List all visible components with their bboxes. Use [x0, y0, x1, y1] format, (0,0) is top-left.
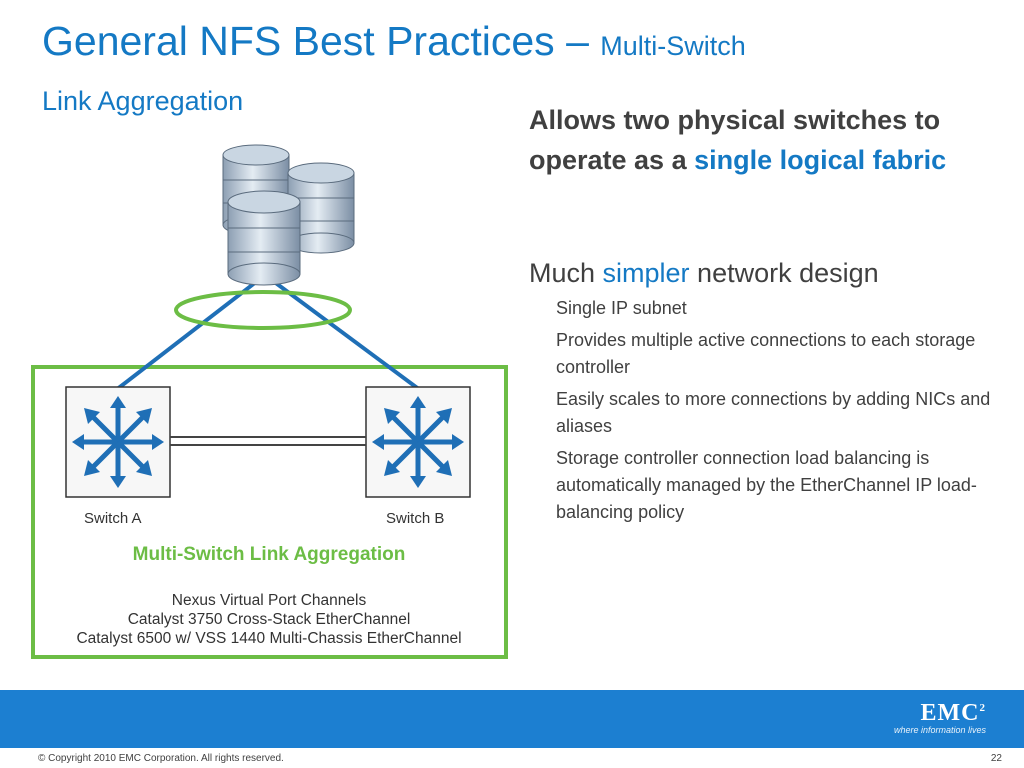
title-main: General NFS Best Practices –	[42, 18, 601, 64]
title-line2: Link Aggregation	[42, 86, 244, 116]
bullet-item: Storage controller connection load balan…	[556, 448, 977, 522]
emc-logo: EMC2 where information lives	[894, 700, 986, 735]
diagram-svg: Switch A Switch B Multi-Switch Link Aggr…	[31, 144, 508, 659]
lead-statement: Allows two physical switches to operate …	[529, 100, 1009, 180]
bullet-item: Easily scales to more connections by add…	[556, 389, 991, 436]
copyright-text: © Copyright 2010 EMC Corporation. All ri…	[38, 753, 284, 764]
aggregation-line-3: Catalyst 6500 w/ VSS 1440 Multi-Chassis …	[76, 630, 461, 647]
page-number: 22	[990, 753, 1002, 764]
switch-b-label: Switch B	[386, 510, 444, 527]
switch-b-icon	[365, 386, 471, 498]
section-suffix: network design	[689, 258, 879, 288]
logo-sup: 2	[979, 702, 986, 714]
switch-a-label: Switch A	[84, 510, 142, 527]
switch-a-icon	[65, 386, 171, 498]
link-aggregation-ellipse	[174, 290, 352, 330]
logo-tagline: where information lives	[893, 725, 986, 735]
section-heading: Much simpler network design	[529, 256, 1009, 290]
content-column: Allows two physical switches to operate …	[529, 100, 1009, 526]
aggregation-box	[31, 365, 508, 659]
lead-highlight: single logical fabric	[694, 145, 947, 175]
slide-title: General NFS Best Practices – Multi-Switc…	[42, 18, 746, 65]
footer-bar: EMC2 where information lives	[0, 690, 1024, 748]
lead-prefix: Allows two physical switches to operate …	[529, 105, 941, 175]
section-prefix: Much	[529, 258, 603, 288]
network-diagram: Switch A Switch B Multi-Switch Link Aggr…	[28, 135, 518, 665]
aggregation-line-1: Nexus Virtual Port Channels	[172, 592, 367, 609]
bullet-item: Provides multiple active connections to …	[556, 330, 976, 377]
section-highlight: simpler	[602, 258, 690, 288]
title-small: Multi-Switch	[600, 31, 746, 61]
bullet-item: Single IP subnet	[556, 298, 687, 318]
aggregation-heading: Multi-Switch Link Aggregation	[133, 544, 406, 565]
storage-icon	[222, 144, 355, 286]
aggregation-line-2: Catalyst 3750 Cross-Stack EtherChannel	[128, 611, 411, 628]
logo-text: EMC	[920, 700, 980, 726]
